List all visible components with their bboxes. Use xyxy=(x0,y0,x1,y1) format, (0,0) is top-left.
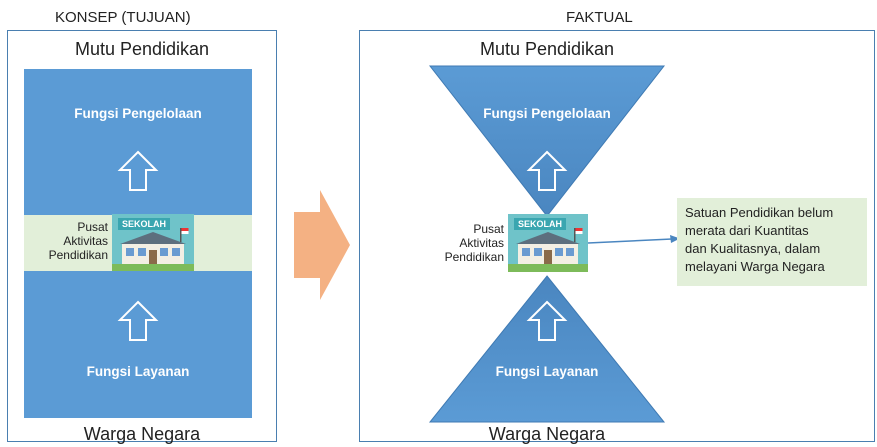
left-school-sign: SEKOLAH xyxy=(121,219,166,229)
left-school-image: SEKOLAH xyxy=(112,214,194,272)
note-line-3: dan Kualitasnya, dalam xyxy=(685,241,821,256)
right-center-line-3: Pendidikan xyxy=(444,250,504,264)
connector-arrow xyxy=(587,235,680,244)
left-upper-function-label: Fungsi Pengelolaan xyxy=(74,106,202,121)
left-lower-block xyxy=(24,271,252,418)
school-building-icon xyxy=(112,214,194,272)
right-top-label: Mutu Pendidikan xyxy=(479,39,615,59)
right-panel-frame xyxy=(359,30,875,442)
right-upper-triangle xyxy=(428,65,666,217)
right-center-line-2: Aktivitas xyxy=(459,236,504,250)
left-panel-frame xyxy=(7,30,277,442)
left-panel-title: KONSEP (TUJUAN) xyxy=(55,9,191,26)
left-center-line-1: Pusat xyxy=(77,220,108,234)
school-building-icon xyxy=(508,214,588,272)
right-school-image: SEKOLAH xyxy=(508,214,588,272)
right-upper-function-label: Fungsi Pengelolaan xyxy=(483,106,611,121)
left-upper-arrow-icon xyxy=(117,150,159,191)
left-center-line-3: Pendidikan xyxy=(48,248,108,262)
note-line-4: melayani Warga Negara xyxy=(685,259,825,274)
transition-arrow-icon xyxy=(294,190,350,300)
left-top-label: Mutu Pendidikan xyxy=(74,39,210,59)
right-lower-function-label: Fungsi Layanan xyxy=(495,364,599,379)
left-upper-block xyxy=(24,69,252,215)
left-lower-arrow-icon xyxy=(117,300,159,341)
note-line-1: Satuan Pendidikan belum xyxy=(685,205,834,220)
note-line-2: merata dari Kuantitas xyxy=(685,223,809,238)
left-lower-function-label: Fungsi Layanan xyxy=(86,364,190,379)
factual-note: Satuan Pendidikan belum merata dari Kuan… xyxy=(677,198,867,286)
right-school-sign: SEKOLAH xyxy=(517,219,562,229)
left-center-label: Pusat Aktivitas Pendidikan xyxy=(24,220,108,262)
right-panel-title: FAKTUAL xyxy=(566,9,633,26)
right-bottom-label: Warga Negara xyxy=(488,424,606,444)
left-center-line-2: Aktivitas xyxy=(63,234,108,248)
right-center-label: Pusat Aktivitas Pendidikan xyxy=(418,222,504,264)
left-bottom-label: Warga Negara xyxy=(83,424,201,444)
right-lower-arrow-icon xyxy=(526,300,568,341)
right-upper-arrow-icon xyxy=(526,150,568,191)
right-center-line-1: Pusat xyxy=(473,222,504,236)
right-lower-triangle xyxy=(428,275,666,423)
